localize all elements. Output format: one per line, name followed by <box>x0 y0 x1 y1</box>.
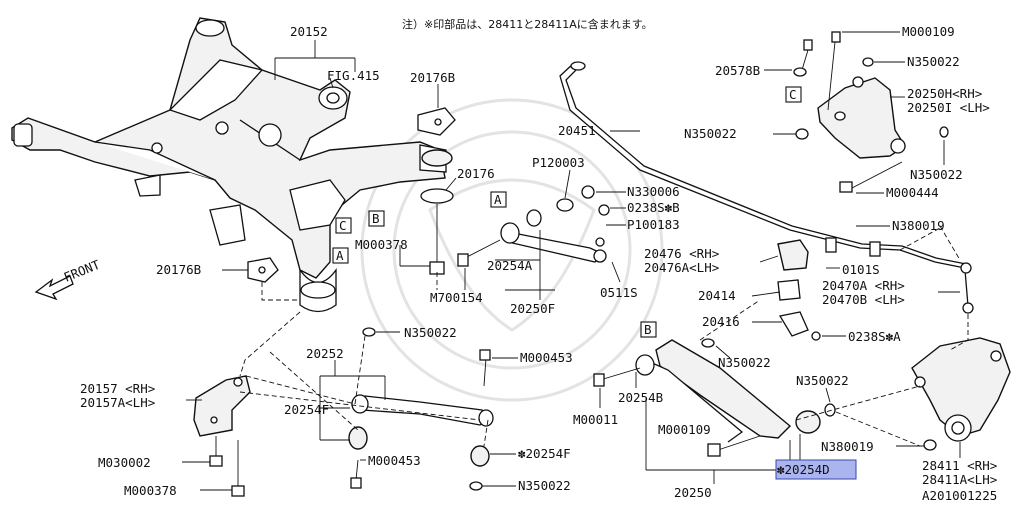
callout-n350022-mid: N350022 <box>404 325 457 340</box>
front-arrow-icon: FRONT <box>34 257 103 301</box>
svg-text:C: C <box>789 87 797 102</box>
subframe-drawing <box>11 17 447 313</box>
callout-20176: 20176 <box>457 166 495 181</box>
callout-n350022-r: N350022 <box>910 167 963 182</box>
lower-arm-20252 <box>348 327 494 491</box>
svg-text:A: A <box>336 248 344 263</box>
callout-0238s-a: 0238S✽A <box>848 329 901 344</box>
callout-m030002: M030002 <box>98 455 151 470</box>
callout-20152: 20152 <box>290 24 328 39</box>
callout-m000109-top: M000109 <box>902 24 955 39</box>
section-marker-c-2: C <box>785 86 802 103</box>
section-marker-c-1: C <box>335 217 352 234</box>
callout-20252: 20252 <box>306 346 344 361</box>
bracket-20157 <box>193 375 251 497</box>
header-note: 注）※印部品は、28411と28411Aに含まれます。 <box>402 17 653 31</box>
mount-20176b-top <box>417 107 456 136</box>
callout-n380019-b: N380019 <box>821 439 874 454</box>
stabilizer-link-20470 <box>960 262 974 314</box>
leader-lines <box>182 31 969 491</box>
mount-20176b-left <box>247 257 279 283</box>
callout-m000109-b: M000109 <box>658 422 711 437</box>
callout-0238s-b: 0238S✽B <box>627 200 680 215</box>
callout-m000444: M000444 <box>886 185 939 200</box>
section-marker-b-1: B <box>368 210 385 227</box>
section-marker-a-2: A <box>490 191 507 208</box>
callout-20157a: 20157A<LH> <box>80 395 155 410</box>
callout-20254a: 20254A <box>487 258 533 273</box>
callout-20254f: 20254F <box>284 402 329 417</box>
callout-20254b: 20254B <box>618 390 663 405</box>
svg-text:C: C <box>339 218 347 233</box>
callout-n350022-br: N350022 <box>796 373 849 388</box>
callout-n350022-top: N350022 <box>907 54 960 69</box>
lower-arm-20250 <box>593 338 836 457</box>
callout-m000378-mid: M000378 <box>355 237 408 252</box>
callout-20451: 20451 <box>558 123 596 138</box>
callout-20250h: 20250H<RH> <box>907 86 982 101</box>
callout-20176b-left: 20176B <box>156 262 201 277</box>
callout-m000378-b: M000378 <box>124 483 177 498</box>
callout-fig415: FIG.415 <box>327 68 380 83</box>
callout-20578b: 20578B <box>715 63 760 78</box>
stabilizer-bushing-20414 <box>777 239 821 341</box>
callout-n380019-top: N380019 <box>892 218 945 233</box>
callout-20250f: 20250F <box>510 301 555 316</box>
callout-20476a: 20476A<LH> <box>644 260 719 275</box>
upper-arm-20250h <box>793 31 949 193</box>
callout-n350022-bottom: N350022 <box>518 478 571 493</box>
knuckle-28411 <box>911 337 1011 451</box>
svg-text:B: B <box>644 322 652 337</box>
section-marker-a-1: A <box>332 247 349 264</box>
callout-20250i: 20250I <LH> <box>907 100 990 115</box>
callout-m000453-b: M000453 <box>368 453 421 468</box>
callout-20476: 20476 <RH> <box>644 246 719 261</box>
callout-20254f-star: ✽20254F <box>518 446 571 461</box>
callout-28411: 28411 <RH> <box>922 458 997 473</box>
callout-p120003: P120003 <box>532 155 585 170</box>
callout-20414: 20414 <box>698 288 736 303</box>
callout-20157: 20157 <RH> <box>80 381 155 396</box>
callout-n350022-c: N350022 <box>684 126 737 141</box>
callout-20176b-top: 20176B <box>410 70 455 85</box>
callout-0101s: 0101S <box>842 262 880 277</box>
callout-m700154: M700154 <box>430 290 483 305</box>
highlight-box <box>775 459 857 480</box>
callout-n330006: N330006 <box>627 184 680 199</box>
callout-m000453-mid: M000453 <box>520 350 573 365</box>
watermark-emblem <box>360 98 664 402</box>
stabilizer-bar-20451 <box>559 61 967 269</box>
callout-28411a: 28411A<LH> <box>922 472 997 487</box>
callout-20254d: ✽20254D <box>777 462 830 477</box>
callout-p100183: P100183 <box>627 217 680 232</box>
callout-20416: 20416 <box>702 314 740 329</box>
callout-20470b: 20470B <LH> <box>822 292 905 307</box>
callout-n350022-b: N350022 <box>718 355 771 370</box>
callout-20470a: 20470A <RH> <box>822 278 905 293</box>
callout-m00011: M00011 <box>573 412 618 427</box>
section-marker-b-2: B <box>640 321 657 338</box>
lateral-link-20250f <box>457 185 610 267</box>
callout-labels: 20152 FIG.415 20176B 20176 P120003 N3300… <box>80 24 997 503</box>
callout-0511s: 0511S <box>600 285 638 300</box>
diagram-reference-code: A201001225 <box>922 488 997 503</box>
svg-text:A: A <box>494 192 502 207</box>
svg-text:B: B <box>372 211 380 226</box>
bushing-fig415 <box>318 86 348 110</box>
callout-20250: 20250 <box>674 485 712 500</box>
front-label: FRONT <box>62 257 103 285</box>
